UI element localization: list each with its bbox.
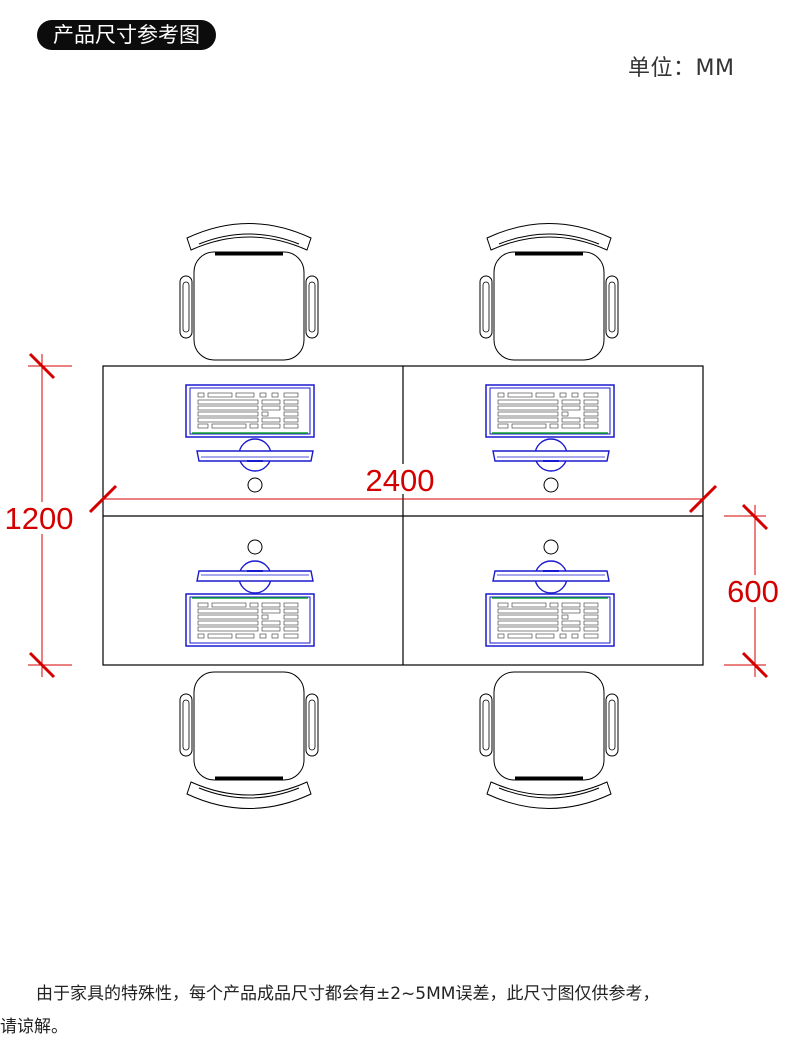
keyboard-top-right (485, 384, 615, 438)
chair-top-right (478, 222, 620, 362)
dimension-width-line (88, 484, 718, 514)
page-title: 产品尺寸参考图 (37, 20, 216, 50)
monitor-bottom-left (196, 539, 314, 594)
chair-top-left (178, 222, 320, 362)
disclaimer-line-1: 由于家具的特殊性，每个产品成品尺寸都会有±2~5MM误差，此尺寸图仅供参考， (36, 984, 660, 1004)
dimension-depth-label: 1200 (5, 501, 74, 536)
dimension-half-depth-label: 600 (727, 574, 779, 609)
chair-bottom-left (178, 670, 320, 810)
keyboard-bottom-right (485, 593, 615, 647)
keyboard-top-left (185, 384, 315, 438)
monitor-top-left (196, 438, 314, 493)
disclaimer-line-2: 请谅解。 (0, 1017, 68, 1037)
dimension-width-label: 2400 (366, 463, 435, 498)
chair-bottom-right (478, 670, 620, 810)
disclaimer-note: 由于家具的特殊性，每个产品成品尺寸都会有±2~5MM误差，此尺寸图仅供参考， 请… (0, 978, 790, 1044)
unit-label: 单位：MM (628, 56, 735, 81)
dimension-half-depth-line (724, 503, 769, 679)
desk-outline (102, 365, 704, 666)
keyboard-bottom-left (185, 593, 315, 647)
monitor-bottom-right (492, 539, 610, 594)
monitor-top-right (492, 438, 610, 493)
